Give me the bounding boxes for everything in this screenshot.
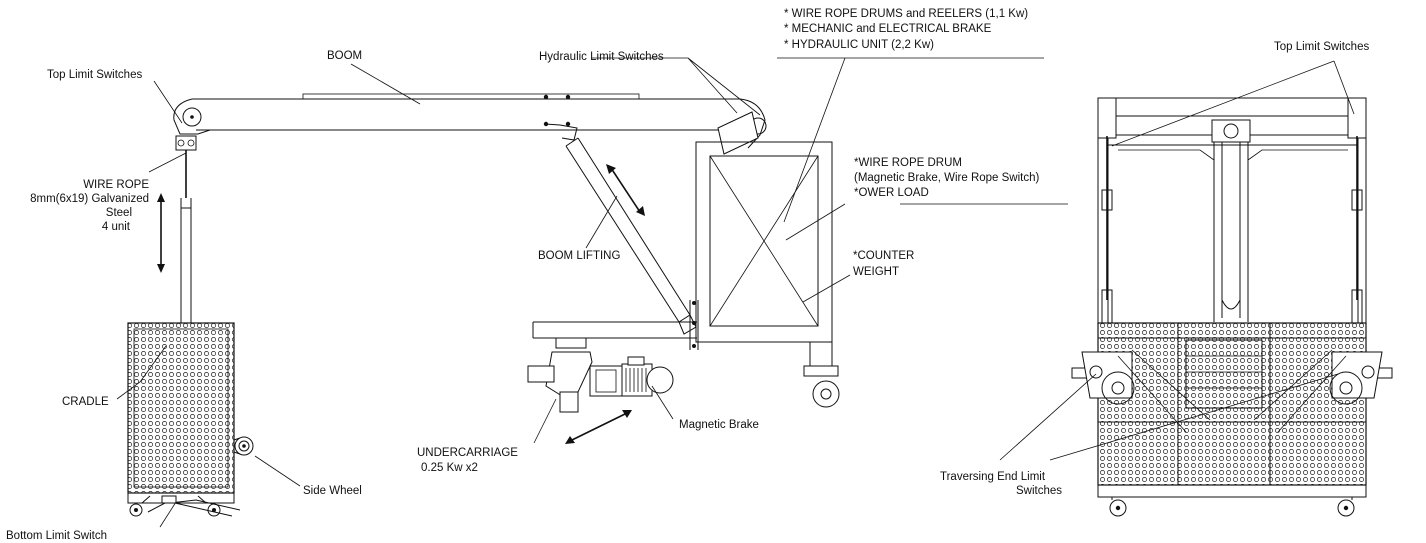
label-spec-1: * WIRE ROPE DRUMS and REELERS (1,1 Kw): [784, 8, 1028, 20]
caster-post: [809, 341, 833, 367]
cylinder-clevis: [544, 123, 578, 141]
labels: BOOM Top Limit Switches WIRE ROPE 8mm(6x…: [6, 8, 1369, 542]
traversing-unit-left: [1081, 351, 1135, 405]
caster-wheel: [812, 380, 840, 408]
boom-head-pulley: [182, 107, 202, 127]
leader-boom: [350, 63, 421, 105]
top-limit-switch-left: [175, 135, 197, 151]
label-cradle: CRADLE: [62, 396, 109, 408]
front-wheel-right: [1337, 499, 1355, 517]
label-traversing-1: Traversing End Limit: [940, 471, 1046, 483]
center-column: [1213, 120, 1249, 322]
label-wire-rope-1: WIRE ROPE: [83, 179, 149, 191]
leader-top-limit-left: [153, 80, 183, 124]
traversing-unit-right: [1329, 351, 1383, 405]
undercarriage-arm: [532, 321, 697, 339]
boom-lifting-arrow: [606, 164, 645, 216]
boom-lifting-cylinder: [565, 137, 691, 323]
magnetic-brake-unit: [646, 366, 674, 394]
leader-spec: [777, 57, 1044, 223]
leader-hydraulic: [592, 57, 761, 116]
machine-frame: [695, 141, 840, 408]
top-beam: [1097, 97, 1367, 117]
label-traversing-2: Switches: [1016, 485, 1062, 497]
label-magnetic-brake: Magnetic Brake: [679, 419, 759, 431]
cradle-base: [127, 493, 235, 504]
label-boom: BOOM: [327, 50, 362, 62]
leader-traversing: [999, 373, 1339, 461]
label-top-limit-switches-right: Top Limit Switches: [1274, 41, 1369, 53]
leader-bottom-limit: [159, 501, 177, 528]
hydraulic-limit-switch: [717, 111, 759, 155]
side-wheel: [234, 436, 254, 456]
label-wire-rope-4: 4 unit: [102, 221, 131, 233]
frame-outer: [695, 141, 833, 343]
undercarriage: [527, 300, 699, 444]
vertical-travel-arrow: [157, 193, 165, 273]
front-cradle: [1097, 322, 1367, 486]
coupling: [589, 365, 623, 397]
front-wheel-left: [1109, 499, 1127, 517]
leader-boom-lifting: [585, 195, 618, 249]
label-drum-1: *WIRE ROPE DRUM: [854, 157, 962, 169]
leader-wire-rope: [148, 152, 187, 173]
leader-drum: [785, 203, 1068, 241]
front-cradle-base: [1097, 485, 1367, 498]
label-spec-3: * HYDRAULIC UNIT (2,2 Kw): [784, 39, 934, 51]
label-drum-3: *OWER LOAD: [854, 187, 929, 199]
label-side-wheel: Side Wheel: [303, 485, 362, 497]
label-counter-2: WEIGHT: [853, 266, 899, 278]
label-wire-rope-3: Steel: [106, 207, 132, 219]
leader-undercarriage: [533, 398, 557, 444]
leader-counterweight: [802, 274, 851, 303]
boom-head: [173, 98, 211, 135]
label-counter-1: *COUNTER: [853, 250, 914, 262]
label-bottom-limit-switch: Bottom Limit Switch: [6, 530, 107, 542]
frame-inner: [709, 155, 819, 327]
leader-top-limit-right: [1111, 60, 1355, 147]
leader-side-wheel: [254, 455, 301, 487]
label-undercarriage-1: UNDERCARRIAGE: [417, 447, 518, 459]
wire-rope-tube: [180, 198, 192, 323]
label-undercarriage-2: 0.25 Kw x2: [421, 462, 478, 474]
label-top-limit-switches-left: Top Limit Switches: [47, 69, 142, 81]
top-limit-switch-right-a: [1097, 97, 1117, 139]
leader-magnetic-brake: [651, 385, 674, 420]
boom-assembly: [173, 93, 767, 335]
label-boom-lifting: BOOM LIFTING: [538, 250, 620, 262]
boom-top-plate: [302, 93, 640, 100]
label-hydraulic-limit-switches: Hydraulic Limit Switches: [539, 51, 664, 63]
wire-rope: [180, 150, 192, 323]
boom-beam: [192, 98, 740, 131]
leader-lines: [116, 57, 1355, 528]
label-spec-2: * MECHANIC and ELECTRICAL BRAKE: [784, 23, 992, 35]
frame-cross: [709, 155, 819, 327]
cradle-wheel-left: [129, 503, 143, 517]
cradle: [127, 322, 254, 517]
label-wire-rope-2: 8mm(6x19) Galvanized: [30, 193, 149, 205]
leader-cradle: [116, 345, 167, 400]
label-drum-2: (Magnetic Brake, Wire Rope Switch): [854, 172, 1040, 184]
front-view: [1071, 97, 1393, 517]
top-limit-switch-right-b: [1347, 97, 1367, 139]
